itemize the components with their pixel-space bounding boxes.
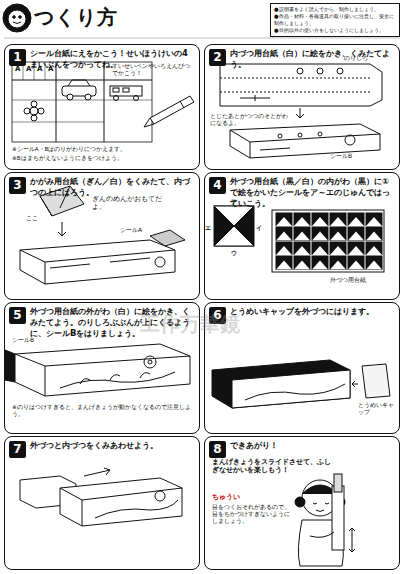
step-number: 2 (209, 49, 226, 66)
child-figure (295, 474, 355, 566)
sticker-cell (312, 257, 328, 270)
watermark: 工作万華鏡 (140, 312, 280, 336)
sticker-cell (348, 228, 364, 241)
sticker-cell (276, 228, 292, 241)
annotation-label: ぎんのめんがおもてだよ。 (92, 196, 172, 212)
annotation-label: イ (256, 224, 266, 231)
sticker-cell (276, 257, 292, 270)
mirror-part (20, 186, 185, 284)
sticker-cell (294, 242, 310, 255)
sticker-cell (276, 213, 292, 226)
outer-tube (5, 344, 190, 396)
step-instruction: 内づつ用台紙（白）に絵をかき、くみたてよう。 (230, 48, 395, 70)
sticker-cell (276, 242, 292, 255)
sticker-cell (330, 228, 346, 241)
step-instruction: かがみ用台紙（ぎん／白）をくみたて、内づつの上にはろう。 (30, 176, 195, 198)
annotation-label: シールA (120, 226, 160, 233)
sticker-cell (348, 213, 364, 226)
annotation-label: ウ (231, 249, 241, 256)
warning-text: ●作品・材料・各種道具の取り扱いに注意し、安全に制作しましょう。 (274, 13, 396, 27)
annotation-label: ちゅうい (212, 494, 242, 502)
annotation-label: A (26, 65, 34, 73)
annotation-label: シールB (12, 336, 52, 343)
face (8, 10, 26, 28)
annotation-label: とじたあとがつつのそとがわになるよ。 (210, 112, 290, 126)
sticker-cell (366, 257, 382, 270)
sticker-cell (348, 242, 364, 255)
step-number: 5 (9, 307, 26, 324)
sticker-grid (276, 213, 382, 270)
sticker-cell (312, 213, 328, 226)
annotation-label: 目をつくおそれがあるので、目をちかづけすぎないようにしましょう。 (212, 504, 290, 525)
annotation-label: A (15, 65, 23, 73)
sticker-cell (312, 228, 328, 241)
sticker-cell (330, 257, 346, 270)
sticker-cell (366, 228, 382, 241)
annotation-label: A (37, 65, 45, 73)
annotation-label: ※のりはつけすぎると、まんげきょうが動かなくなるので注意しよう。 (12, 404, 192, 417)
sticker-cell (294, 213, 310, 226)
outer-tube-sheet (214, 206, 384, 272)
header-icon (3, 4, 31, 32)
step-box: 7 外づつと内づつをくみあわせよう。 (4, 436, 200, 570)
sticker-sheet (12, 62, 194, 142)
step-box: 2内づつ用台紙（白）に絵をかき、くみたてよう。 (204, 44, 400, 170)
warning-text: ●目的以外の使い方をしないようにしましょう。 (274, 27, 396, 34)
page-title: つくり方 (34, 4, 118, 31)
step-number: 4 (209, 177, 226, 194)
assembled-tube (20, 468, 182, 526)
warning-box: ●説明書をよく読んでから、制作しましょう。●作品・材料・各種道具の取り扱いに注意… (270, 3, 400, 37)
annotation-label: のりしろ (344, 54, 384, 61)
step-instruction: とうめいキャップを外づつにはります。 (230, 306, 395, 317)
step-instruction: できあがり！ (230, 440, 395, 451)
annotation-label: 外づつ用台紙 (330, 276, 390, 283)
sticker-cell (366, 242, 382, 255)
step-number: 3 (9, 177, 26, 194)
step-box: 4外づつ用台紙（黒／白）の内がわ（黒）に①で絵をかいたシールをア～エのじゅんでは… (204, 172, 400, 300)
annotation-label: まんげきょうをスライドさせて、ふしぎなせかいを楽しもう！ (212, 458, 332, 475)
step-instruction: 外づつと内づつをくみあわせよう。 (30, 440, 195, 451)
annotation-label: とうめいキャップ (358, 402, 398, 415)
annotation-label: ここ (26, 214, 46, 221)
annotation-label: ※Bはまちがえないようにきをつけよう。 (12, 155, 192, 162)
sticker-cell (348, 257, 364, 270)
sticker-cell (312, 242, 328, 255)
sticker-cell (294, 257, 310, 270)
annotation-label: シールB (330, 152, 370, 159)
sticker-cell (330, 213, 346, 226)
step-box: 3かがみ用台紙（ぎん／白）をくみたて、内づつの上にはろう。 (4, 172, 200, 300)
step-box: 8 できあがり！ (204, 436, 400, 570)
step-number: 8 (209, 441, 226, 458)
sticker-cell (366, 213, 382, 226)
step-number: 1 (9, 49, 26, 66)
sticker-cell (294, 228, 310, 241)
annotation-label: ア (231, 198, 241, 205)
step-instruction: 外づつ用台紙（黒／白）の内がわ（黒）に①で絵をかいたシールをア～エのじゅんではっ… (230, 176, 395, 209)
annotation-label: すいせいペンやいろえんぴつでかこう！ (112, 62, 192, 76)
annotation-label: ※シールA・Bはのりがわりにつかえます。 (12, 146, 192, 153)
sticker-cell (330, 242, 346, 255)
annotation-label: A (48, 65, 56, 73)
annotation-label: エ (205, 224, 215, 231)
step-number: 7 (9, 441, 26, 458)
warning-text: ●説明書をよく読んでから、制作しましょう。 (274, 6, 396, 13)
inner-tube (220, 64, 382, 158)
cap-part (212, 360, 390, 408)
